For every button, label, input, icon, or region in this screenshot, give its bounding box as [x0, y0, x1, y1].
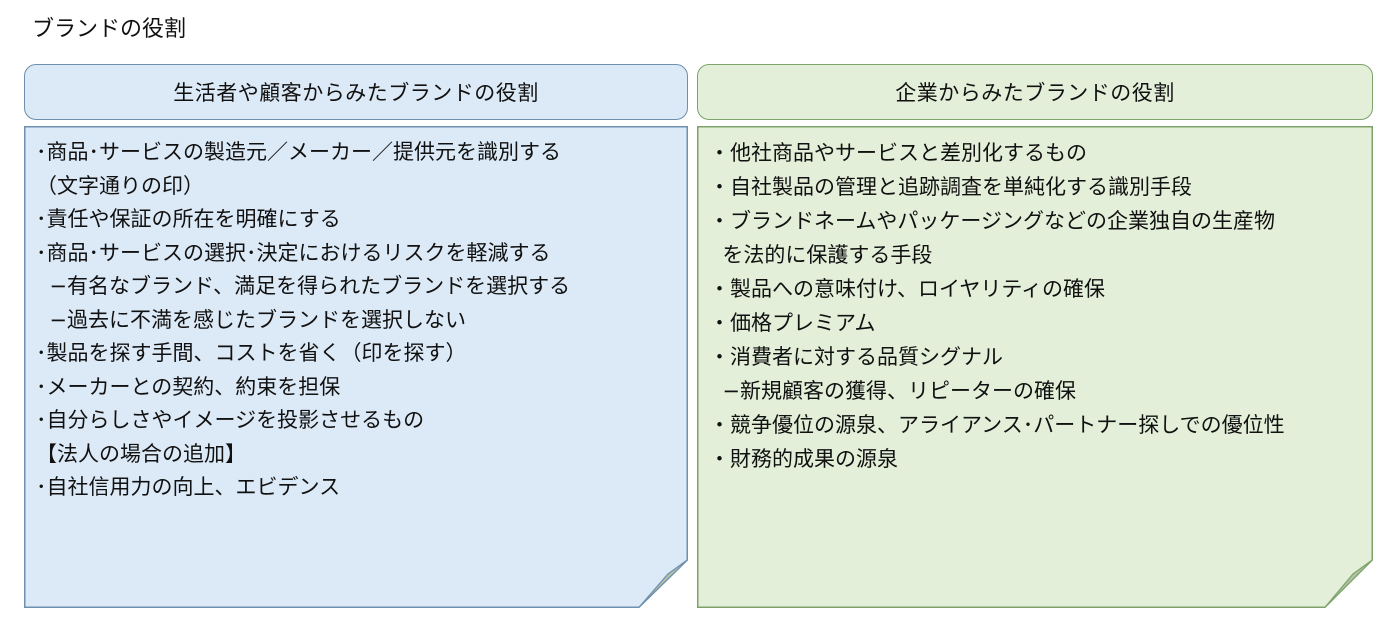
list-item: −新規顧客の獲得、リピーターの確保 — [709, 379, 1076, 403]
list-item: ･自分らしさやイメージを投影させるもの — [36, 408, 425, 432]
list-item: （文字通りの印） — [36, 173, 204, 198]
company-roles-note: ・他社商品やサービスと差別化するもの ・自社製品の管理と追跡調査を単純化する識別… — [697, 126, 1373, 608]
consumer-perspective-header: 生活者や顧客からみたブランドの役割 — [24, 64, 688, 120]
list-item: ・自社製品の管理と追跡調査を単純化する識別手段 — [709, 175, 1192, 199]
consumer-note-fold — [638, 559, 688, 608]
company-perspective-header-label: 企業からみたブランドの役割 — [895, 81, 1175, 105]
company-note-shape — [697, 126, 1373, 608]
list-item: ･商品･サービスの選択･決定におけるリスクを軽減する — [36, 240, 551, 265]
list-item: ・価格プレミアム — [709, 311, 876, 335]
list-item: ･製品を探す手間、コストを省く（印を探す） — [36, 341, 467, 365]
list-item: −過去に不満を感じたブランドを選択しない — [36, 307, 466, 332]
consumer-note-shape — [24, 126, 688, 608]
company-roles-list: ・他社商品やサービスと差別化するもの ・自社製品の管理と追跡調査を単純化する識別… — [709, 136, 1355, 476]
list-item: ･メーカーとの契約、約束を担保 — [36, 374, 341, 399]
list-item: ・他社商品やサービスと差別化するもの — [709, 141, 1087, 165]
list-item: ・競争優位の源泉、アライアンス･パートナー探しでの優位性 — [709, 413, 1285, 437]
list-item: 【法人の場合の追加】 — [36, 441, 246, 466]
list-item: ･商品･サービスの製造元／メーカー／提供元を識別する — [36, 140, 561, 164]
list-item: ・ブランドネームやパッケージングなどの企業独自の生産物 — [709, 209, 1275, 233]
list-item: を法的に保護する手段 — [709, 243, 933, 267]
consumer-roles-list: ･商品･サービスの製造元／メーカー／提供元を識別する （文字通りの印） ･責任や… — [36, 136, 670, 505]
list-item: ・消費者に対する品質シグナル — [709, 345, 1003, 369]
consumer-roles-note: ･商品･サービスの製造元／メーカー／提供元を識別する （文字通りの印） ･責任や… — [24, 126, 688, 608]
list-item: ･自社信用力の向上、エビデンス — [36, 475, 341, 499]
page-title: ブランドの役割 — [32, 17, 187, 42]
company-perspective-header: 企業からみたブランドの役割 — [697, 64, 1373, 120]
list-item: ・製品への意味付け、ロイヤリティの確保 — [709, 277, 1106, 301]
company-note-fold — [1324, 559, 1373, 608]
consumer-perspective-header-label: 生活者や顧客からみたブランドの役割 — [173, 81, 539, 105]
list-item: −有名なブランド、満足を得られたブランドを選択する — [36, 274, 571, 298]
list-item: ･責任や保証の所在を明確にする — [36, 207, 341, 231]
list-item: ・財務的成果の源泉 — [709, 447, 898, 471]
